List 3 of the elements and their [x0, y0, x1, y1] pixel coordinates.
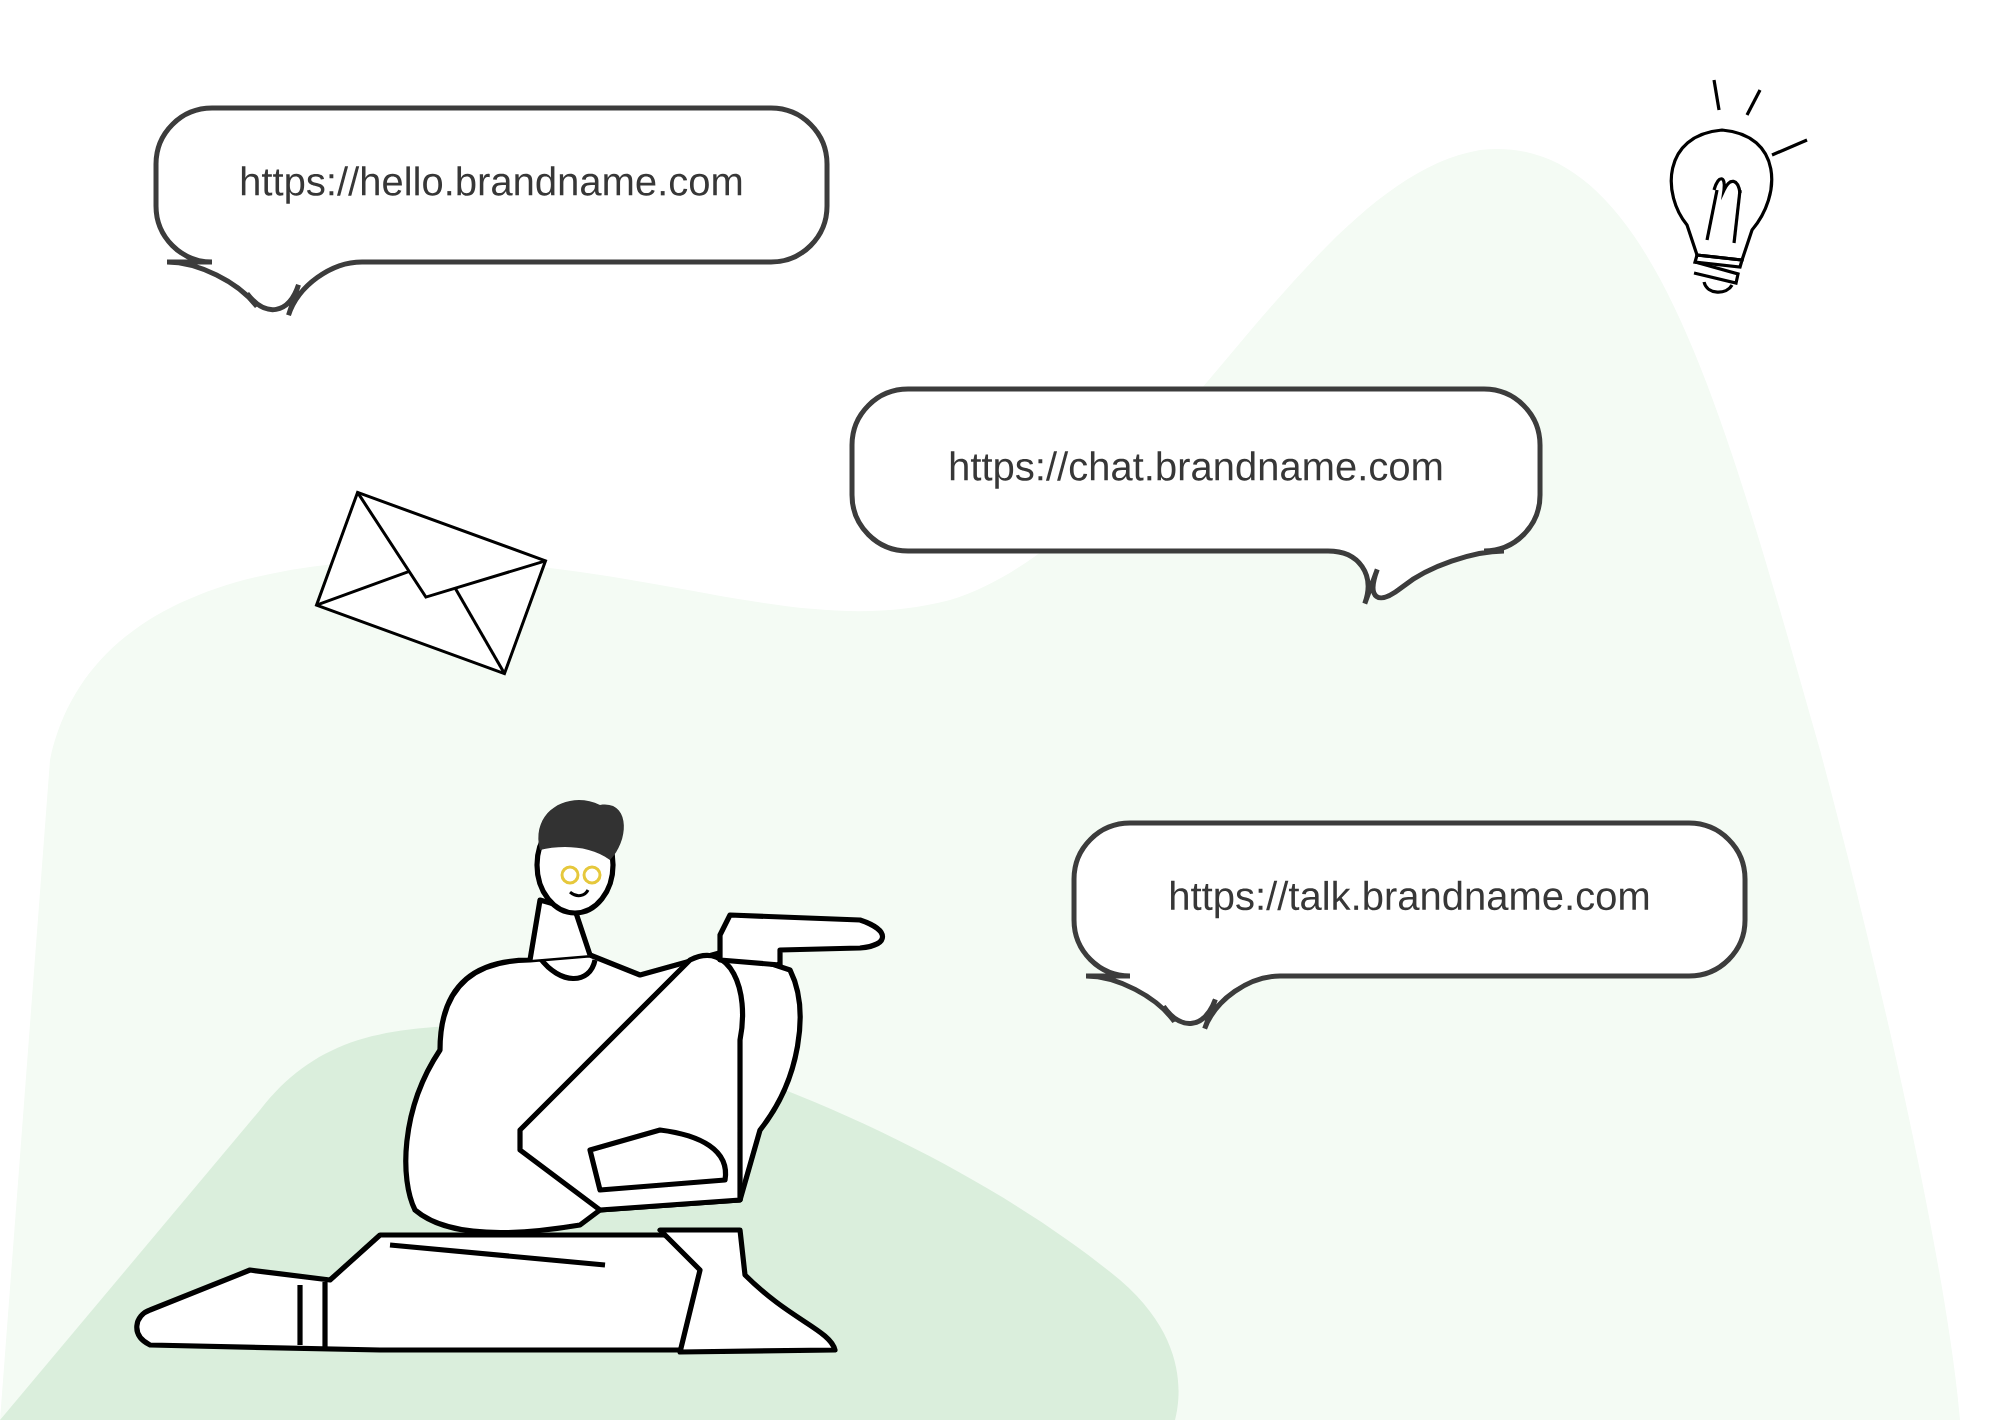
speech-bubble: https://hello.brandname.com	[153, 105, 830, 318]
speech-bubble: https://talk.brandname.com	[1071, 820, 1748, 1032]
speech-bubble: https://chat.brandname.com	[849, 386, 1543, 607]
